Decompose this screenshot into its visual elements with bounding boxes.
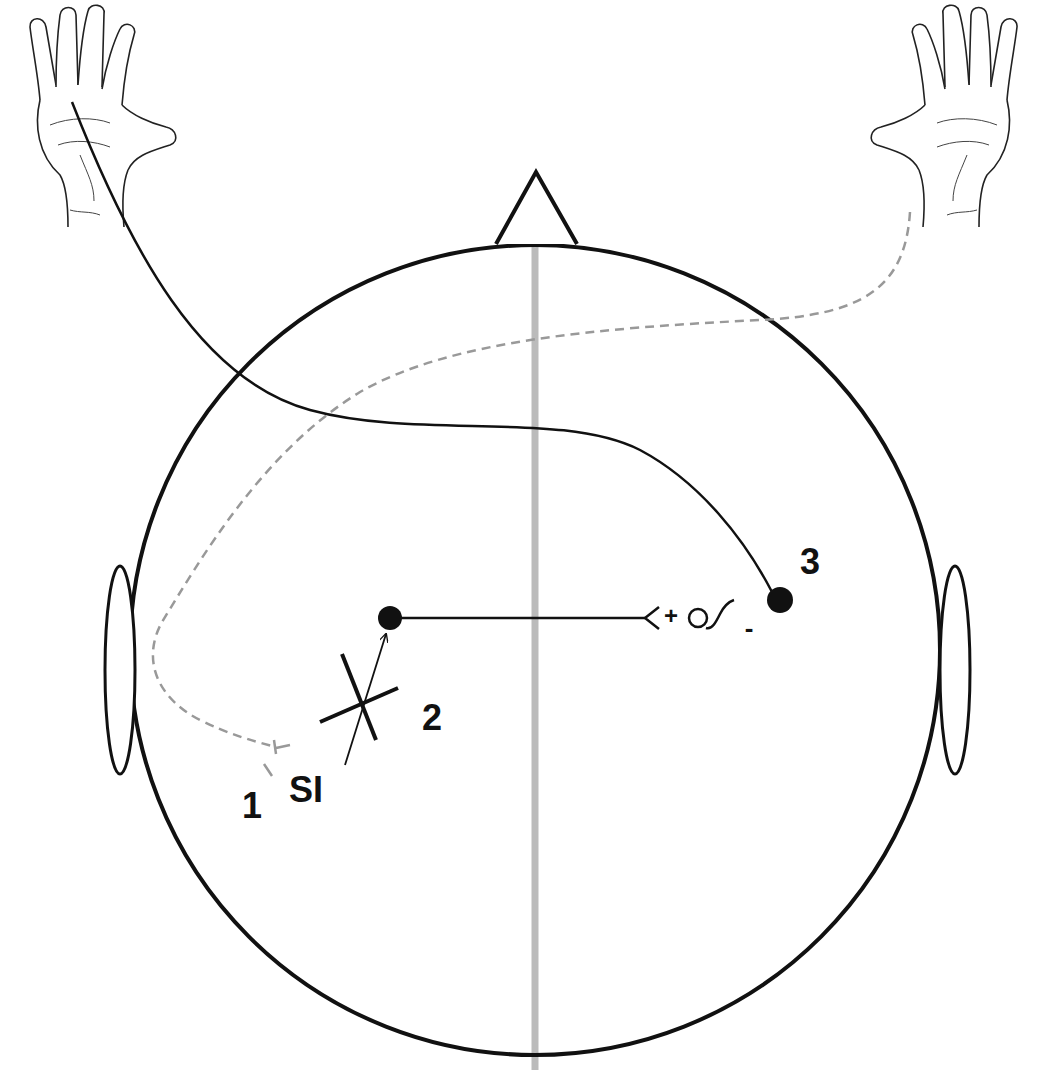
projection-arrow bbox=[345, 634, 386, 765]
synapse-sign: - bbox=[745, 615, 754, 641]
connecting-axon bbox=[390, 617, 645, 620]
dashed-terminal bbox=[264, 740, 290, 776]
right-hand bbox=[871, 5, 1017, 227]
callout-number: 1 bbox=[242, 788, 262, 824]
neuron-dot bbox=[378, 606, 402, 630]
head-outline bbox=[130, 245, 940, 1055]
synapse-symbol bbox=[706, 600, 734, 628]
midline bbox=[532, 232, 539, 1070]
synapse-symbol bbox=[689, 609, 707, 627]
callout-number: 3 bbox=[800, 544, 820, 580]
lesion-cross bbox=[342, 654, 376, 740]
dashed-pathway bbox=[153, 212, 910, 746]
right-ear bbox=[940, 566, 970, 774]
left-ear bbox=[105, 566, 135, 774]
synapse-sign: + bbox=[664, 604, 678, 628]
left-hand bbox=[30, 5, 176, 227]
lesion-cross bbox=[320, 688, 398, 722]
area-label: SI bbox=[289, 772, 323, 808]
nose bbox=[496, 172, 577, 244]
solid-pathway bbox=[72, 102, 772, 592]
synapse-symbol bbox=[645, 607, 659, 629]
callout-number: 2 bbox=[422, 700, 442, 736]
neuron-dot bbox=[767, 587, 793, 613]
